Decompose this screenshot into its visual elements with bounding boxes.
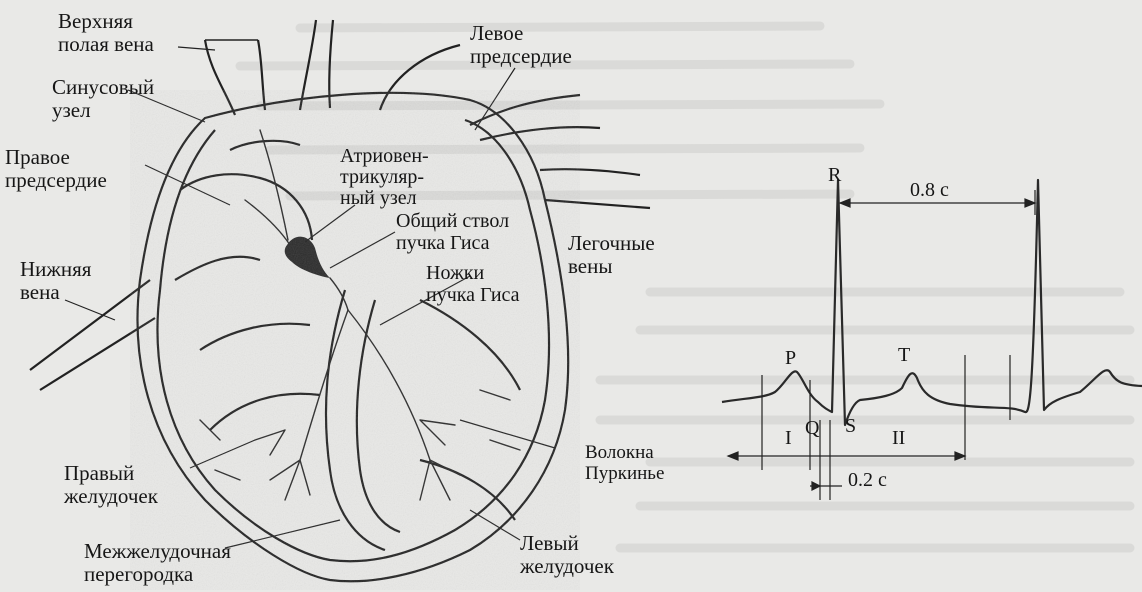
ecg-annotations xyxy=(728,190,1035,500)
label-right-atrium: Правое предсердие xyxy=(5,146,107,192)
label-his-bundle-trunk: Общий ствол пучка Гиса xyxy=(396,210,509,254)
ecg-wave-p: P xyxy=(785,348,796,368)
ecg-wave-r: R xyxy=(828,165,841,185)
label-bundle-branches: Ножки пучка Гиса xyxy=(426,262,520,306)
label-septum: Межжелудочная перегородка xyxy=(84,540,231,586)
ecg-trace xyxy=(722,180,1142,425)
label-right-ventricle: Правый желудочек xyxy=(64,462,158,508)
label-left-atrium: Левое предсердие xyxy=(470,22,572,68)
label-inferior-vena-cava: Нижняя вена xyxy=(20,258,91,304)
label-av-node: Атриовен- трикуляр- ный узел xyxy=(340,146,429,209)
ecg-pq-interval: 0.2 с xyxy=(848,470,887,490)
ecg-wave-t: T xyxy=(898,345,910,365)
label-pulmonary-veins: Легочные вены xyxy=(568,232,655,278)
label-superior-vena-cava: Верхняя полая вена xyxy=(58,10,154,56)
ecg-rr-interval: 0.8 с xyxy=(910,180,949,200)
label-sinus-node: Синусовый узел xyxy=(52,76,154,122)
ecg-wave-q: Q xyxy=(805,418,819,438)
ecg-interval-ii: II xyxy=(892,428,905,448)
label-left-ventricle: Левый желудочек xyxy=(520,532,614,578)
ecg-wave-s: S xyxy=(845,416,856,436)
label-purkinje-fibers: Волокна Пуркинье xyxy=(585,442,664,484)
ecg-interval-i: I xyxy=(785,428,792,448)
